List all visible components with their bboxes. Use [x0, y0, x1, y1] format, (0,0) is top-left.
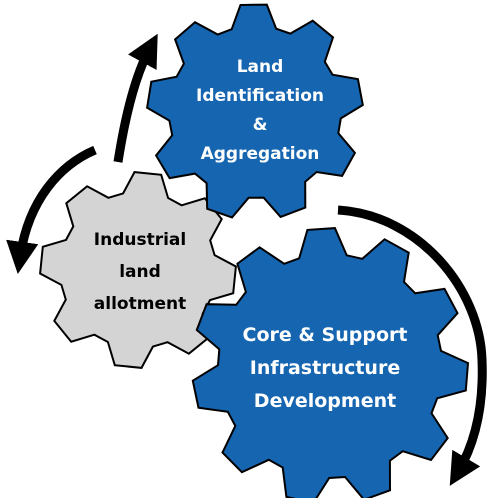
label-line: land [119, 262, 161, 282]
gear-industrial-land-allotment [39, 171, 237, 369]
label-line: Industrial [93, 230, 187, 250]
gear-label-land-identification: Land Identification & Aggregation [160, 52, 360, 170]
label-line: Development [253, 389, 397, 412]
label-line: allotment [93, 294, 187, 314]
gear-core-support-infrastructure [191, 227, 470, 498]
label-line: Aggregation [200, 144, 320, 164]
arrow-left-to-top [113, 33, 158, 163]
label-line: Infrastructure [249, 356, 401, 379]
label-line: Land [236, 57, 284, 77]
gear-label-core-support-infrastructure: Core & Support Infrastructure Developmen… [215, 318, 435, 418]
arrow-top-to-bottom [337, 205, 487, 486]
label-line: Core & Support [242, 323, 408, 346]
label-line: & [252, 115, 268, 135]
gear-land-identification [146, 3, 364, 219]
gear-label-industrial-land-allotment: Industrial land allotment [60, 222, 220, 322]
label-line: Identification [196, 86, 324, 106]
arrow-bottom-to-left [6, 145, 97, 275]
